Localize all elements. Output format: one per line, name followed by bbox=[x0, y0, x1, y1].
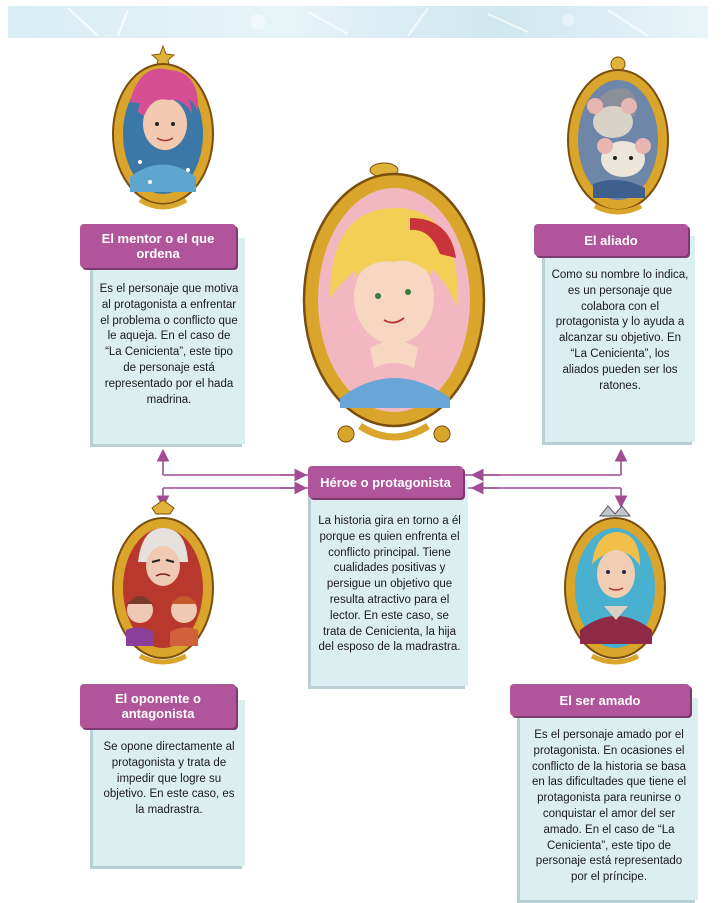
aliado-label: El aliado bbox=[534, 224, 688, 256]
fairy-godmother-portrait-icon bbox=[110, 42, 216, 214]
heroe-label: Héroe o protagonista bbox=[308, 466, 463, 498]
amado-description: Es el personaje amado por el protagonist… bbox=[531, 729, 687, 884]
heroe-description: La historia gira en torno a él porque es… bbox=[318, 515, 461, 654]
mentor-description: Es el personaje que motiva al protagonis… bbox=[99, 283, 239, 406]
mentor-description-card: Es el personaje que motiva al protagonis… bbox=[93, 238, 245, 444]
stepmother-portrait-icon bbox=[110, 500, 216, 670]
amado-description-card: Es el personaje amado por el protagonist… bbox=[520, 698, 698, 900]
amado-label: El ser amado bbox=[510, 684, 690, 716]
mice-portrait-icon bbox=[563, 54, 673, 216]
oponente-label: El oponente o antagonista bbox=[80, 684, 236, 728]
mentor-label: El mentor o el que ordena bbox=[80, 224, 236, 268]
aliado-description: Como su nombre lo indica, es un personaj… bbox=[551, 269, 689, 392]
prince-portrait-icon bbox=[560, 502, 670, 670]
aliado-description-card: Como su nombre lo indica, es un personaj… bbox=[545, 236, 695, 442]
top-banner bbox=[8, 6, 708, 38]
cinderella-portrait-icon bbox=[300, 158, 488, 450]
heroe-description-card: La historia gira en torno a él porque es… bbox=[311, 480, 468, 686]
oponente-description: Se opone directamente al protagonista y … bbox=[103, 741, 235, 817]
